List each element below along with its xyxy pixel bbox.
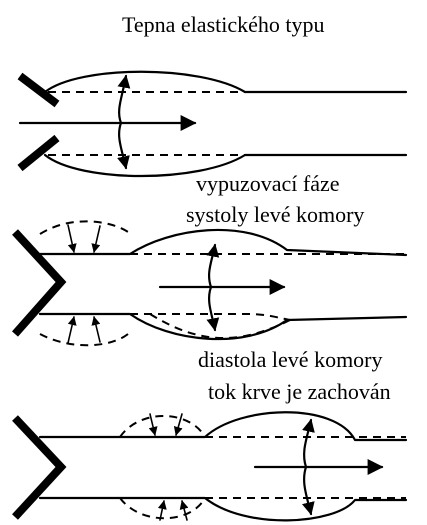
recoil-arrow: [91, 316, 101, 343]
expansion-arrow-up: [206, 243, 220, 289]
recoil-arrow: [67, 316, 77, 344]
wall-receding-upper: [119, 415, 206, 438]
expansion-arrow-up: [117, 74, 131, 125]
wall-distended-lower: [43, 153, 408, 178]
recoil-arrow: [157, 500, 167, 521]
wall-receding-upper: [39, 220, 129, 235]
valve-closed: [12, 415, 67, 520]
recoil-arrow: [91, 225, 101, 253]
wall-lower: [38, 312, 408, 341]
expansion-arrow-up: [302, 418, 315, 469]
diagram-title: Tepna elastického typu: [122, 12, 325, 37]
wall-upper: [38, 411, 408, 442]
stage-3-caption-line-1: diastola levé komory: [198, 347, 383, 372]
wall-receding-lower: [39, 333, 129, 347]
expansion-arrow-down: [206, 285, 220, 332]
recoil-arrow: [173, 413, 183, 436]
valve-leaflet-lower: [17, 134, 60, 172]
stage-3-drawing: [12, 411, 408, 522]
wall-upper: [38, 228, 408, 257]
expansion-arrow-down: [117, 121, 130, 170]
stage-2-caption-line-1: vypuzovací fáze: [196, 171, 340, 196]
wall-resting-lower-tail: [149, 313, 291, 340]
wall-resting-lower: [130, 313, 291, 321]
wall-lower: [38, 496, 408, 522]
wall-distended-upper: [43, 70, 408, 94]
recoil-arrow: [148, 413, 158, 436]
recoil-arrow: [67, 224, 77, 253]
wall-receding-lower: [119, 497, 206, 520]
stage-2-drawing: [12, 220, 408, 347]
stage-2-caption-line-2: systoly levé komory: [186, 202, 365, 227]
valve-closed: [12, 229, 67, 337]
expansion-arrow-down: [301, 465, 315, 516]
recoil-arrow: [179, 500, 189, 521]
stage-3-caption-line-2: tok krve je zachován: [208, 379, 391, 404]
stage-1-drawing: [17, 70, 408, 178]
valve-leaflet-upper: [17, 72, 60, 108]
